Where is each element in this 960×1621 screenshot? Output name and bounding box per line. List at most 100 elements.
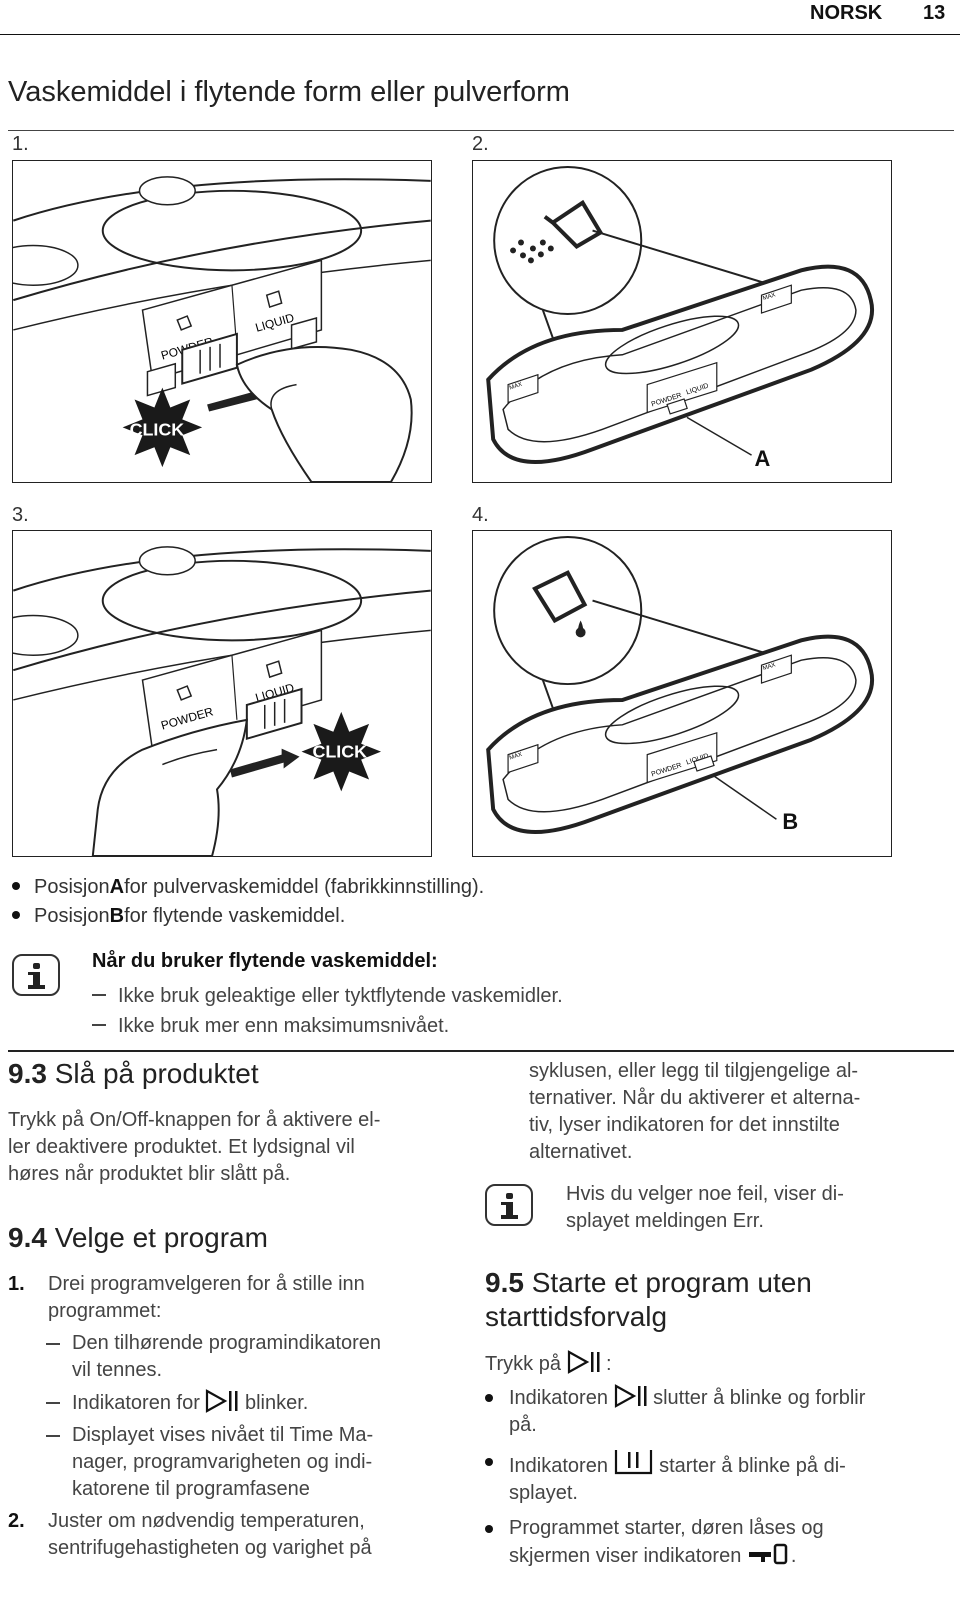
- program-phase-icon: [614, 1450, 652, 1475]
- text-line: nager, programvarigheten og indi-: [72, 1451, 373, 1473]
- max-label-top: MAX: [762, 662, 776, 672]
- dispenser-liquid-illustration: POWDER LIQUID CLICK: [13, 546, 431, 856]
- powder-detergent-icon: [510, 239, 554, 264]
- text-line: Programmet starter, døren låses og: [509, 1517, 824, 1539]
- start-pause-icon: [614, 1384, 647, 1408]
- position-b-bullet: Posisjon B for flytende vaskemiddel.: [12, 905, 345, 928]
- text-line: splayet.: [509, 1482, 578, 1504]
- header-divider: [0, 34, 960, 35]
- section-divider: [8, 130, 954, 131]
- click-label: CLICK: [312, 742, 367, 762]
- text-fragment: :: [600, 1353, 612, 1375]
- click-burst-shape: [301, 711, 382, 792]
- note-item-1: Ikke bruk geleaktige eller tyktflytende …: [92, 985, 563, 1008]
- text-line: programmet:: [48, 1300, 162, 1322]
- text-line: ler deaktivere produktet. Et lydsignal v…: [8, 1136, 355, 1158]
- page-number: 13: [923, 2, 946, 24]
- note-title: Når du bruker flytende vaskemiddel:: [92, 950, 438, 972]
- heading-9-4: 9.4 Velge et program: [8, 1221, 268, 1255]
- text-fragment: blinker.: [239, 1392, 309, 1414]
- bullet-dot: [485, 1525, 493, 1533]
- text-line: alternativet.: [529, 1141, 633, 1163]
- dispenser-drawer-a-illustration: MAX MAX POWDER LIQUID A: [486, 165, 874, 471]
- position-a-bullet: Posisjon A for pulvervaskemiddel (fabrik…: [12, 876, 484, 899]
- text-line: Hvis du velger noe feil, viser di-: [566, 1183, 844, 1205]
- note-item-2-text: Ikke bruk mer enn maksimumsnivået.: [118, 1015, 450, 1037]
- text-line: på.: [509, 1414, 537, 1436]
- start-bullets: Indikatoren slutter å blinke og forblir …: [485, 1384, 935, 1570]
- heading-9-5-title: Starte et program uten: [523, 1267, 812, 1298]
- max-label-left: MAX: [509, 752, 523, 762]
- header-language: NORSK: [810, 2, 883, 24]
- text-fragment: skjermen viser indikatoren: [509, 1545, 747, 1567]
- figure-step-2: MAX MAX POWDER LIQUID A: [472, 160, 892, 483]
- bullet-dot: [12, 882, 20, 890]
- text-line: syklusen, eller legg til tilgjengelige a…: [529, 1060, 859, 1082]
- position-a-text: for pulvervaskemiddel (fabrikkinnstillin…: [124, 876, 485, 898]
- heading-9-5-title-line-2: starttidsforvalg: [485, 1300, 668, 1332]
- bullet-dot: [485, 1458, 493, 1466]
- divider-line: [8, 1050, 954, 1052]
- text-line: høres når produktet blir slått på.: [8, 1163, 291, 1185]
- text-fragment: .: [790, 1545, 797, 1567]
- text-line: vil tennes.: [72, 1359, 163, 1381]
- heading-9-3-number: 9.3: [8, 1058, 47, 1089]
- step-2-number: 2.: [8, 1510, 25, 1532]
- step-number-4: 4.: [472, 504, 489, 526]
- bullet-dot: [485, 1394, 493, 1402]
- position-b-label: B: [782, 809, 798, 834]
- text-line: tiv, lyser indikatoren for det innstilte: [529, 1114, 840, 1136]
- step-number-3: 3.: [12, 504, 29, 526]
- position-a-prefix: Posisjon: [34, 876, 110, 898]
- text-fragment: Indikatoren for: [72, 1392, 206, 1414]
- start-pause-icon: [206, 1389, 238, 1413]
- text-fragment: starter å blinke på di-: [653, 1455, 846, 1477]
- heading-9-5: 9.5 Starte et program uten starttidsforv…: [485, 1266, 812, 1333]
- position-a-label: A: [755, 446, 771, 471]
- text-line: splayet meldingen Err.: [566, 1210, 764, 1232]
- text-line: Den tilhørende programindikatoren: [72, 1332, 382, 1354]
- position-b-prefix: Posisjon: [34, 905, 110, 927]
- text-fragment: slutter å blinke og forblir: [647, 1387, 866, 1409]
- heading-9-3: 9.3 Slå på produktet: [8, 1057, 259, 1091]
- text-line: Displayet vises nivået til Time Ma-: [72, 1424, 374, 1446]
- heading-9-4-number: 9.4: [8, 1222, 47, 1253]
- text-fragment: Trykk på: [485, 1353, 567, 1375]
- heading-9-5-number: 9.5: [485, 1267, 524, 1298]
- text-line: katorene til programfasene: [72, 1478, 310, 1500]
- position-a-letter: A: [109, 876, 125, 898]
- heading-9-3-title: Slå på produktet: [46, 1058, 259, 1089]
- text-line: Drei programvelgeren for å stille inn: [48, 1273, 365, 1295]
- text-fragment: Indikatoren: [509, 1455, 614, 1477]
- position-b-text: for flytende vaskemiddel.: [124, 905, 346, 927]
- figure-step-1: POWDER LIQUID CLICK: [12, 160, 432, 483]
- note-item-2: Ikke bruk mer enn maksimumsnivået.: [92, 1015, 449, 1038]
- info-icon: [485, 1184, 533, 1226]
- dispenser-powder-illustration: POWDER LIQUID CLICK: [13, 176, 431, 482]
- step-1-number: 1.: [8, 1273, 25, 1295]
- press-instruction: Trykk på :: [485, 1350, 612, 1378]
- max-label-top: MAX: [762, 292, 776, 302]
- info-icon: [12, 954, 60, 996]
- section-title: Vaskemiddel i flytende form eller pulver…: [8, 76, 570, 108]
- heading-9-4-title: Velge et program: [46, 1222, 268, 1253]
- text-fragment: Indikatoren: [509, 1387, 614, 1409]
- liquid-detergent-icon: [532, 570, 588, 638]
- step-list: 1. Drei programvelgeren for å stille inn…: [8, 1271, 448, 1562]
- figure-step-3: POWDER LIQUID CLICK: [12, 530, 432, 857]
- text-line: sentrifugehastigheten og varighet på: [48, 1537, 372, 1559]
- continued-paragraph: syklusen, eller legg til tilgjengelige a…: [529, 1058, 860, 1166]
- figure-step-4: MAX MAX POWDER LIQUID B: [472, 530, 892, 857]
- text-line: Juster om nødvendig temperaturen,: [48, 1510, 365, 1532]
- dispenser-drawer-b-illustration: MAX MAX POWDER LIQUID B: [486, 535, 874, 834]
- text-line: ternativer. Når du aktiverer et alterna-: [529, 1087, 861, 1109]
- bullet-dot: [12, 911, 20, 919]
- step-number-1: 1.: [12, 133, 29, 155]
- step-number-2: 2.: [472, 133, 489, 155]
- click-label: CLICK: [130, 419, 185, 439]
- position-b-letter: B: [109, 905, 125, 927]
- start-pause-icon: [567, 1350, 599, 1374]
- click-burst-shape: [122, 387, 203, 468]
- note-item-1-text: Ikke bruk geleaktige eller tyktflytende …: [118, 985, 563, 1007]
- max-label-left: MAX: [509, 382, 523, 392]
